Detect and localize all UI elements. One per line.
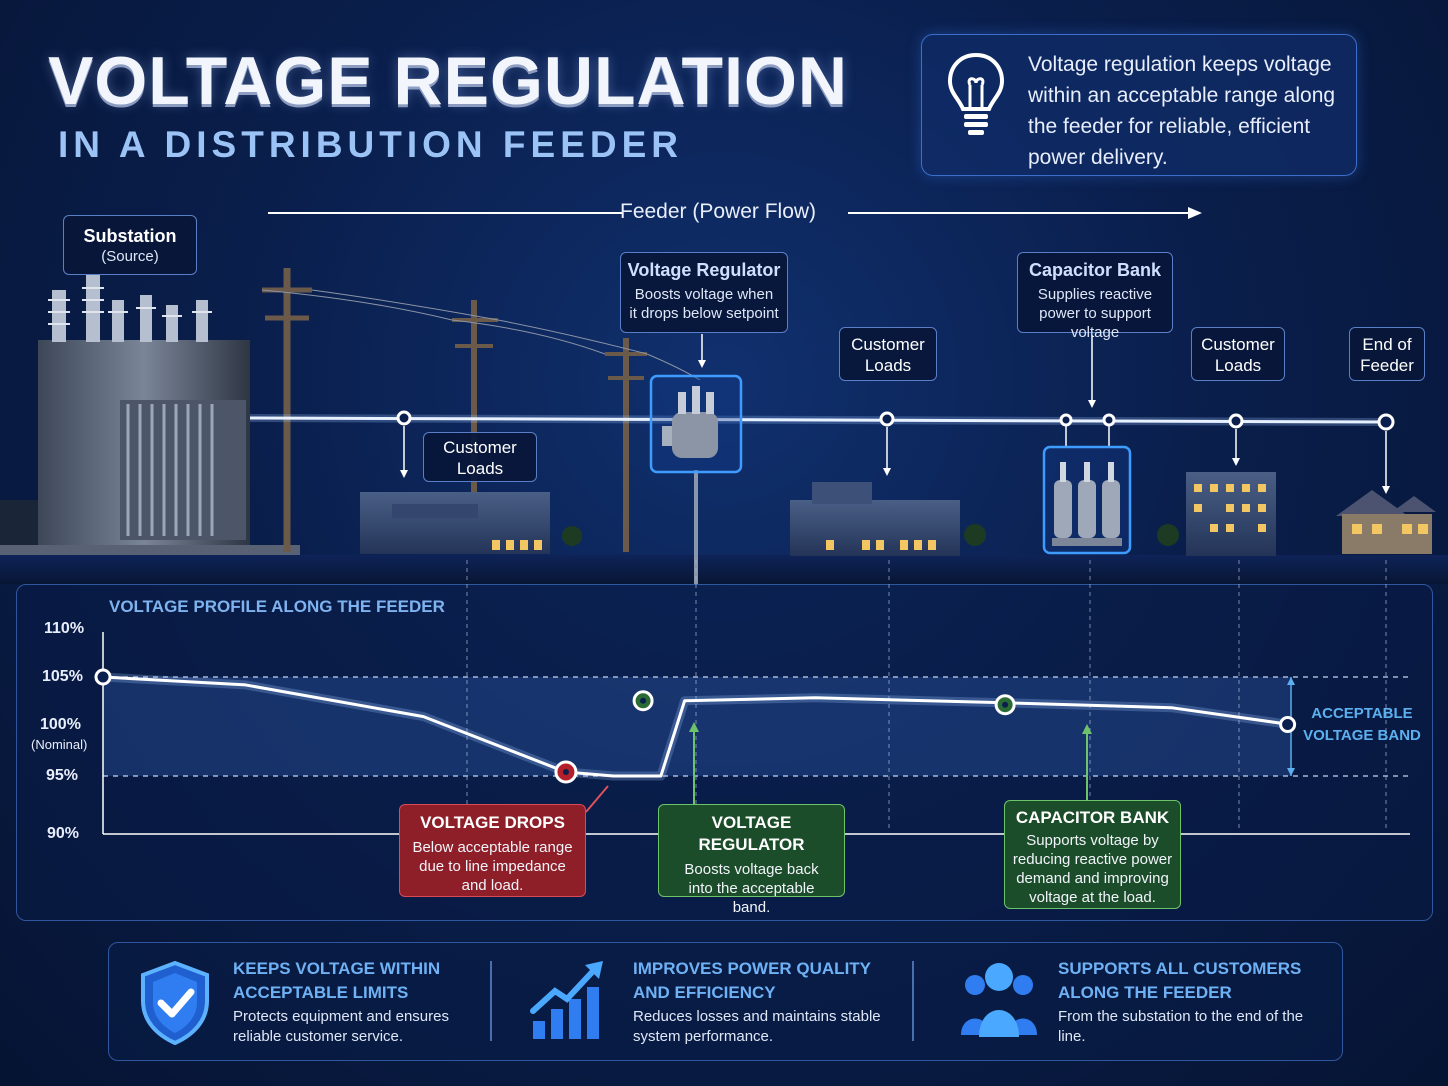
voltage-regulator-callout-title: VOLTAGE REGULATOR <box>698 813 805 854</box>
benefit-3-title: SUPPORTS ALL CUSTOMERS ALONG THE FEEDER <box>1058 959 1302 1002</box>
customer-building-1 <box>360 492 582 554</box>
substation-label: Substation (Source) <box>63 215 197 275</box>
shield-check-icon <box>141 960 209 1045</box>
benefits-panel: KEEPS VOLTAGE WITHIN ACCEPTABLE LIMITS P… <box>108 942 1343 1061</box>
voltage-drop-callout: VOLTAGE DROPS Below acceptable range due… <box>399 804 586 897</box>
substation-subtitle: (Source) <box>101 248 159 265</box>
drop-arrows <box>403 334 1387 488</box>
growth-chart-icon <box>530 961 603 1039</box>
voltage-regulator-callout: VOLTAGE REGULATOR Boosts voltage back in… <box>658 804 845 916</box>
ytick-nominal-note: (Nominal) <box>31 737 88 752</box>
capacitor-leader-arrow <box>1082 724 1092 734</box>
substation-transformer <box>0 275 300 555</box>
benefit-2-body: Reduces losses and maintains stable syst… <box>633 1008 881 1045</box>
substation-title: Substation <box>83 226 177 246</box>
voltage-regulator-desc: Boosts voltage when it drops below setpo… <box>629 286 779 322</box>
profile-marker-core <box>562 769 569 776</box>
feeder-label: Feeder (Power Flow) <box>620 200 817 223</box>
feeder-scene <box>0 207 1448 584</box>
info-text: Voltage regulation keeps voltage within … <box>1028 53 1336 169</box>
capacitor-bank-label: Capacitor Bank Supplies reactive power t… <box>1017 252 1173 341</box>
house-end-of-feeder <box>1336 490 1436 554</box>
ytick-95: 95% <box>46 767 79 784</box>
regulator-leader-arrow <box>689 722 699 732</box>
benefit-1-title: KEEPS VOLTAGE WITHIN ACCEPTABLE LIMITS <box>233 959 441 1002</box>
people-icon <box>961 963 1037 1037</box>
profile-marker-core <box>1002 701 1009 708</box>
info-box: Voltage regulation keeps voltage within … <box>921 34 1357 176</box>
capacitor-bank-callout-title: CAPACITOR BANK <box>1015 808 1170 827</box>
ytick-110: 110% <box>44 620 85 637</box>
ytick-90: 90% <box>47 825 80 842</box>
customer-building-3 <box>1157 472 1276 556</box>
band-bracket-arrow <box>1287 768 1295 776</box>
benefit-1-body: Protects equipment and ensures reliable … <box>233 1008 449 1045</box>
capacitor-bank-device <box>1042 445 1132 555</box>
voltage-regulator-title: Voltage Regulator <box>627 260 781 280</box>
capacitor-bank-desc: Supplies reactive power to support volta… <box>1037 286 1153 341</box>
ytick-105: 105% <box>42 668 83 685</box>
customer-loads-label-2: Customer Loads <box>839 327 937 381</box>
page-title: VOLTAGE REGULATION <box>48 43 848 119</box>
end-of-feeder-label: End of Feeder <box>1349 327 1425 381</box>
chart-title: VOLTAGE PROFILE ALONG THE FEEDER <box>109 597 445 616</box>
feeder-arrow <box>268 207 1202 219</box>
lightbulb-icon <box>947 52 1005 135</box>
page-subtitle: IN A DISTRIBUTION FEEDER <box>58 124 683 165</box>
customer-loads-label-1: Customer Loads <box>423 432 537 482</box>
capacitor-bank-callout: CAPACITOR BANK Supports voltage by reduc… <box>1004 800 1181 909</box>
feeder-line <box>249 416 1387 424</box>
voltage-regulator-callout-body: Boosts voltage back into the acceptable … <box>684 861 819 916</box>
benefit-divider <box>490 961 492 1041</box>
capacitor-bank-title: Capacitor Bank <box>1028 260 1162 280</box>
capacitor-bank-callout-body: Supports voltage by reducing reactive po… <box>1012 832 1173 906</box>
voltage-regulator-device <box>649 374 743 474</box>
voltage-regulator-label: Voltage Regulator Boosts voltage when it… <box>620 252 788 333</box>
voltage-drop-title: VOLTAGE DROPS <box>420 813 565 832</box>
benefit-2-title: IMPROVES POWER QUALITY AND EFFICIENCY <box>633 959 871 1002</box>
customer-building-2 <box>790 482 986 556</box>
band-bracket-arrow <box>1287 677 1295 685</box>
voltage-drop-body: Below acceptable range due to line imped… <box>412 839 573 894</box>
customer-loads-label-3: Customer Loads <box>1191 327 1285 381</box>
voltage-profile-line <box>102 675 1291 778</box>
profile-marker-source <box>94 668 112 686</box>
feeder-nodes <box>396 410 1395 431</box>
benefit-divider <box>912 961 914 1041</box>
acceptable-band-label: ACCEPTABLE VOLTAGE BAND <box>1303 705 1421 744</box>
drop-leader <box>585 785 609 813</box>
ytick-100: 100% <box>40 716 81 733</box>
benefit-3-body: From the substation to the end of the li… <box>1058 1008 1304 1045</box>
profile-marker-core <box>640 697 647 704</box>
profile-marker-end <box>1279 716 1297 734</box>
